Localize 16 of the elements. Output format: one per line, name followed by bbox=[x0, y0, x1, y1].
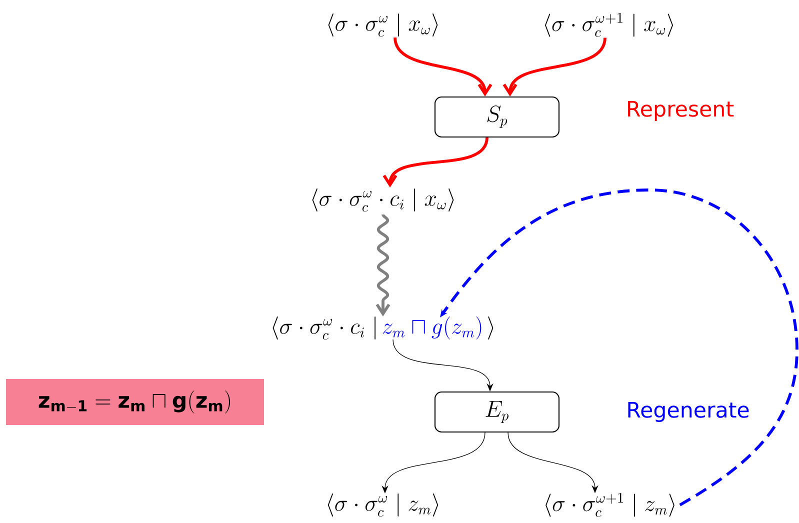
equation-box: $\mathbf{z_{m-1}} = \mathbf{z_m} \sqcap \mathbf{g(z_m)}$ bbox=[6, 379, 264, 425]
phase-label: Represent bbox=[628, 101, 734, 121]
wavy-arrow bbox=[376, 214, 390, 317]
formula-text: $\langle\sigma\cdot\sigma_c^{\omega} \mid x_{\omega}\rangle$ bbox=[328, 13, 438, 37]
arrow bbox=[394, 37, 492, 96]
formula-text: $\langle\sigma\cdot\sigma_c^{\omega} \mid z_m\rangle$ bbox=[328, 493, 438, 517]
phase-label: Regenerate bbox=[628, 402, 749, 422]
arrow bbox=[382, 137, 488, 188]
formula-text: $\langle\sigma\cdot\sigma_c^{\omega}\cdot c_i \mid x_{\omega}\rangle$ bbox=[312, 188, 454, 212]
formula-text: $\langle\sigma\cdot\sigma_c^{\omega+1} \mid z_m\rangle$ bbox=[546, 492, 674, 517]
formula-text: $\langle\sigma\cdot\sigma_c^{\omega}\cdot c_i \mid$ $z_m \sqcap g(z_m)$ $\rangle$ bbox=[272, 316, 494, 340]
formula-text: $\langle\sigma\cdot\sigma_c^{\omega+1} \mid x_{\omega}\rangle$ bbox=[545, 12, 673, 37]
process-box: $S_p$ bbox=[434, 96, 560, 138]
process-box: $E_p$ bbox=[434, 391, 560, 433]
dashed-arrow bbox=[440, 188, 798, 506]
arrow bbox=[502, 37, 606, 96]
